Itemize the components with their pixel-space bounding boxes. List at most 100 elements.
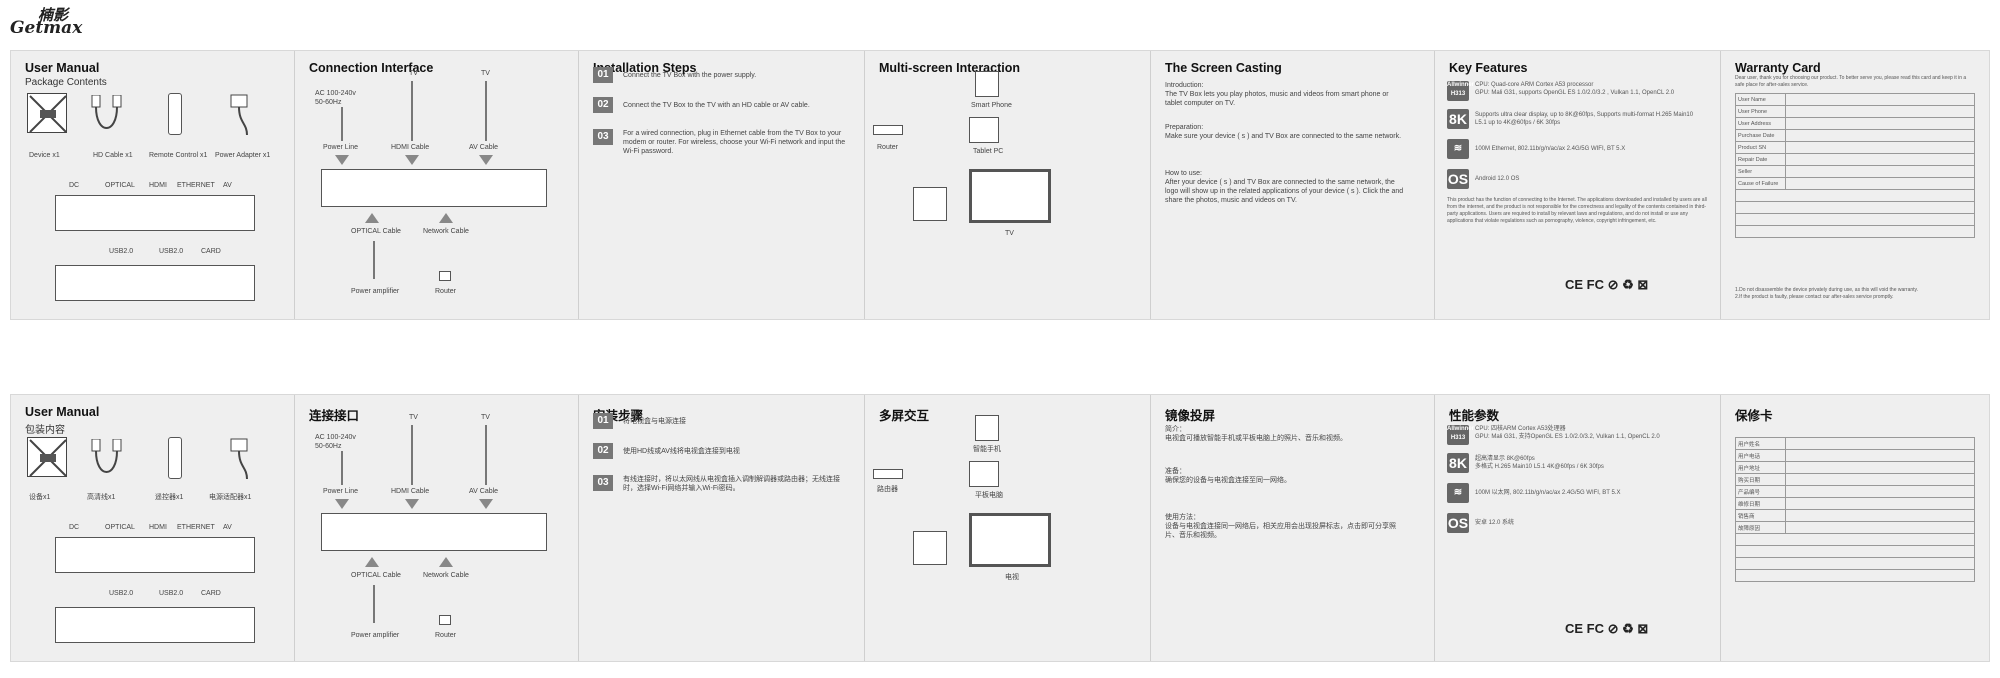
power-spec: AC 100-240v 50-60Hz [315,90,356,106]
label-optical-cable: OPTICAL Cable [351,572,401,579]
field-value[interactable] [1785,117,1975,130]
panel-key-features-cn: 性能参数 Allwinner H313 CPU: 四核ARM Cortex A5… [1435,395,1721,661]
field-value[interactable] [1785,177,1975,190]
panel-multi-screen-cn: 多屏交互 智能手机 平板电脑 路由器 电视 [865,395,1151,661]
feature-network-text: 100M Ethernet, 802.11b/g/n/ac/ax 2.4G/5G… [1475,146,1626,152]
smart-phone-icon [975,415,999,441]
feature-os-icon: OS [1447,169,1469,189]
field-value[interactable] [1785,129,1975,142]
arrow-network [439,557,453,567]
feature-cpu-icon: Allwinner H313 [1447,425,1474,445]
step-text-1: Connect the TV Box with the power supply… [623,72,757,79]
feature-8k-text: Supports ultra clear display, up to 8K@6… [1475,112,1694,126]
feature-8k-icon: 8K [1447,109,1469,129]
port-label-dc: DC [69,524,80,531]
warranty-title: Warranty Card [1735,61,1821,75]
field-label: User Address [1735,117,1786,130]
step-text-2: Connect the TV Box to the TV with an HD … [623,102,810,109]
field-value[interactable] [1785,93,1975,106]
cast-intro-heading: Introduction: [1165,82,1204,89]
manual-strip-cn: User Manual 包装内容 设备x1 高清线x1 遥控器x1 电源适配器x… [10,394,1990,662]
field-label: 故障原因 [1735,521,1786,534]
panel-connection-cn: 连接接口 AC 100-240v 50-60Hz TV TV Power Lin… [295,395,579,661]
logo-cn: 楠影 [38,6,69,24]
label-av-cable: AV Cable [469,488,499,495]
blank-row[interactable] [1735,213,1975,226]
cast-prep-heading: 准备： [1165,468,1186,475]
step-number-2: 02 [593,443,613,459]
port-label-optical: OPTICAL [105,182,135,189]
blank-row[interactable] [1735,569,1975,582]
feature-8k-icon: 8K [1447,453,1469,473]
field-label: 用户电话 [1735,449,1786,462]
feature-os-text: Android 12.0 OS [1475,176,1520,182]
port-label-card: CARD [201,248,221,255]
power-cable [341,107,343,141]
power-spec: AC 100-240v 50-60Hz [315,434,356,450]
field-value[interactable] [1785,449,1975,462]
field-label: Product SN [1735,141,1786,154]
device-icon [27,93,67,133]
feature-cpu-text: CPU: Quad-core ARM Cortex A53 processor … [1475,82,1675,96]
label-power-amplifier: Power amplifier [351,288,400,295]
blank-row[interactable] [1735,201,1975,214]
field-value[interactable] [1785,485,1975,498]
cast-title-cn: 镜像投屏 [1165,409,1216,423]
panel-connection: Connection Interface AC 100-240v 50-60Hz… [295,51,579,319]
cast-intro-text: The TV Box lets you play photos, music a… [1165,91,1389,107]
field-value[interactable] [1785,153,1975,166]
blank-row[interactable] [1735,533,1975,546]
port-label-hdmi: HDMI [149,182,167,189]
label-av-cable: AV Cable [469,144,499,151]
item-hd-cable-cn: 高清线x1 [87,494,116,501]
field-label: User Phone [1735,105,1786,118]
blank-row[interactable] [1735,225,1975,238]
feature-cpu-text: CPU: 四核ARM Cortex A53处理器 GPU: Mali G31, … [1475,426,1660,440]
field-value[interactable] [1785,461,1975,474]
tv-box-icon [913,531,947,565]
port-label-av: AV [223,524,232,531]
item-remote: Remote Control x1 [149,152,208,159]
step-text-3: 有线连接时，将以太网线从电视盒插入调制解调器或路由器；无线连接时，选择Wi-Fi… [623,476,840,492]
feature-os-text: 安卓 12.0 系统 [1475,520,1515,526]
cast-how-heading: How to use: [1165,170,1202,177]
panel-package-contents-cn: User Manual 包装内容 设备x1 高清线x1 遥控器x1 电源适配器x… [11,395,295,661]
field-value[interactable] [1785,437,1975,450]
field-value[interactable] [1785,141,1975,154]
field-value[interactable] [1785,165,1975,178]
arrow-network [439,213,453,223]
label-router-multi: 路由器 [877,486,898,493]
panel-screen-casting-cn: 镜像投屏 简介： 电视盒可播放智能手机或平板电脑上的照片、音乐和视频。 准备： … [1151,395,1435,661]
item-hd-cable: HD Cable x1 [93,152,133,159]
field-label: Cause of Failure [1735,177,1786,190]
wifi-icon: ≋ [1447,139,1469,159]
label-network-cable: Network Cable [423,572,469,579]
field-value[interactable] [1785,521,1975,534]
brand-logo: 楠影 Getmax [6,4,86,38]
key-title-cn: 性能参数 [1449,409,1500,423]
port-label-ethernet: ETHERNET [177,524,215,531]
field-value[interactable] [1785,509,1975,522]
feature-8k-text: 超高清显示 8K@60fps 多格式 H.265 Main10 L5.1 4K@… [1475,456,1604,470]
router-device-icon [873,125,903,135]
warranty-title-cn: 保修卡 [1735,409,1773,423]
label-hdmi-cable: HDMI Cable [391,144,430,151]
warranty-table: 用户姓名 用户电话 用户地址 购买日期 产品编号 维修日期 销售商 故障原因 [1735,437,1975,582]
label-tablet: 平板电脑 [975,492,1003,499]
port-label-usb2: USB2.0 [159,248,184,255]
field-value[interactable] [1785,473,1975,486]
arrow-av [479,499,493,509]
label-tv: TV [1005,230,1014,237]
warranty-footnote: 1.Do not disassemble the device privatel… [1735,287,1919,300]
field-value[interactable] [1785,497,1975,510]
feature-os-icon: OS [1447,513,1469,533]
blank-row[interactable] [1735,545,1975,558]
blank-row[interactable] [1735,557,1975,570]
blank-row[interactable] [1735,189,1975,202]
port-label-ethernet: ETHERNET [177,182,215,189]
field-value[interactable] [1785,105,1975,118]
panel-installation-cn: 安装步骤 01 将电视盒与电源连接 02 使用HD线或AV线将电视盒连接到电视 … [579,395,865,661]
field-label: 购买日期 [1735,473,1786,486]
arrow-power [335,499,349,509]
hd-cable-icon [89,94,125,133]
